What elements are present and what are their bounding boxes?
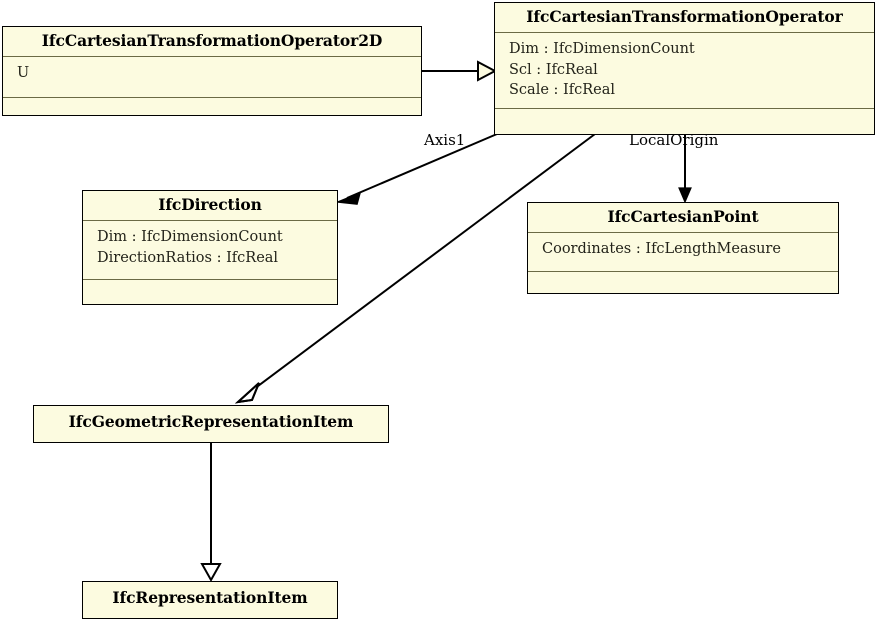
class-box-ifcgeometricrepresentationitem[interactable]: IfcGeometricRepresentationItem bbox=[33, 405, 389, 443]
edge-line bbox=[346, 133, 498, 199]
class-name: IfcRepresentationItem bbox=[112, 588, 308, 607]
attribute-row: Scl : IfcReal bbox=[509, 61, 598, 78]
operations-compartment bbox=[83, 280, 337, 297]
attribute-row: DirectionRatios : IfcReal bbox=[97, 249, 279, 266]
attribute-row: U bbox=[17, 64, 30, 81]
compartment-separator bbox=[528, 270, 838, 272]
class-name: IfcCartesianTransformationOperator bbox=[526, 7, 843, 26]
class-box-ifccartesiantransformationoperator2d[interactable]: IfcCartesianTransformationOperator2D U bbox=[2, 26, 422, 116]
attributes-compartment: Coordinates : IfcLengthMeasure bbox=[528, 233, 838, 271]
operations-compartment bbox=[528, 272, 838, 289]
compartment-separator bbox=[3, 96, 421, 98]
edge-geomitem-to-reprItem bbox=[200, 443, 222, 583]
compartment-separator bbox=[495, 108, 874, 110]
hollow-triangle-outline bbox=[234, 382, 260, 404]
class-name: IfcCartesianTransformationOperator2D bbox=[41, 31, 383, 50]
edge-operator-to-direction bbox=[337, 133, 498, 205]
class-box-ifccartesiantransformationoperator[interactable]: IfcCartesianTransformationOperator Dim :… bbox=[494, 2, 875, 135]
edge-label-localorigin: LocalOrigin bbox=[629, 131, 719, 149]
class-box-ifcrepresentationitem[interactable]: IfcRepresentationItem bbox=[82, 581, 338, 619]
attribute-row: Dim : IfcDimensionCount bbox=[97, 228, 283, 245]
class-box-ifcdirection[interactable]: IfcDirection Dim : IfcDimensionCount Dir… bbox=[82, 190, 338, 305]
open-arrowhead-icon bbox=[337, 191, 362, 205]
class-name: IfcCartesianPoint bbox=[607, 207, 759, 226]
hollow-triangle-arrowhead-icon bbox=[477, 60, 498, 82]
hollow-triangle-arrowhead-icon bbox=[234, 382, 260, 404]
attribute-row: Scale : IfcReal bbox=[509, 82, 616, 99]
operations-compartment bbox=[3, 98, 421, 115]
attributes-compartment: U bbox=[3, 57, 421, 97]
compartment-separator bbox=[83, 279, 337, 281]
class-box-ifccartesianpoint[interactable]: IfcCartesianPoint Coordinates : IfcLengt… bbox=[527, 202, 839, 294]
open-arrowhead-icon bbox=[678, 187, 692, 204]
compartment-separator bbox=[83, 219, 337, 221]
class-name: IfcGeometricRepresentationItem bbox=[68, 412, 354, 431]
hollow-triangle-arrowhead-icon bbox=[200, 563, 222, 583]
attribute-row: Dim : IfcDimensionCount bbox=[509, 40, 695, 57]
class-name: IfcDirection bbox=[158, 195, 262, 214]
edge-2d-to-operator bbox=[422, 60, 498, 82]
attribute-row: Coordinates : IfcLengthMeasure bbox=[542, 240, 781, 257]
attributes-compartment: Dim : IfcDimensionCount DirectionRatios … bbox=[83, 221, 337, 279]
attributes-compartment: Dim : IfcDimensionCount Scl : IfcReal Sc… bbox=[495, 33, 874, 108]
compartment-separator bbox=[3, 55, 421, 57]
compartment-separator bbox=[528, 231, 838, 233]
compartment-separator bbox=[495, 31, 874, 33]
operations-compartment bbox=[495, 109, 874, 126]
edge-label-axis1: Axis1 bbox=[424, 131, 466, 149]
